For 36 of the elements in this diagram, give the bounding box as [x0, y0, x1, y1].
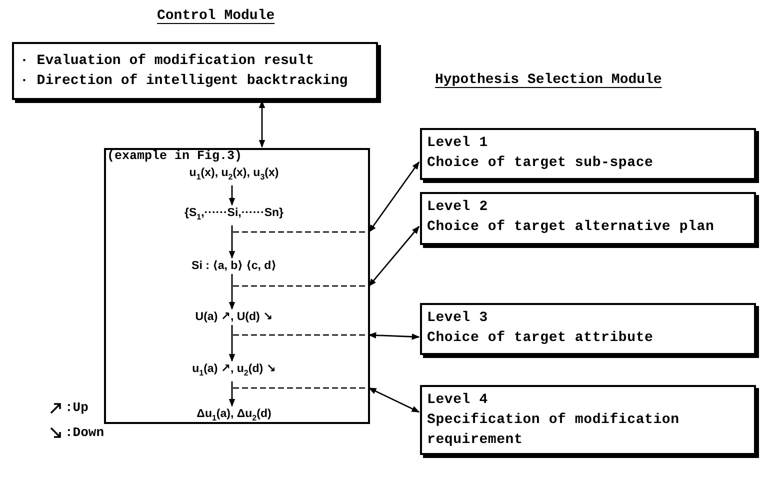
bullet-text: · Evaluation of modification result	[20, 52, 316, 71]
level-box	[420, 303, 756, 355]
example-panel	[104, 148, 370, 424]
bullet-text: · Direction of intelligent backtracking	[20, 72, 349, 91]
arrow	[228, 225, 236, 259]
expression-text: U(a) ↗, U(d) ↘	[195, 310, 273, 324]
expression-text: Si : ⟨a, b⟩ ⟨c, d⟩	[192, 259, 276, 273]
level-number: Level 1	[427, 134, 489, 153]
level-description: Choice of target attribute	[427, 329, 654, 348]
level-description: Choice of target alternative plan	[427, 218, 716, 237]
arrow	[228, 274, 236, 310]
arrow	[258, 100, 266, 148]
level-box	[420, 192, 756, 245]
panel-heading: (example in Fig.3)	[107, 149, 242, 163]
expression-text: Δu$_{1}$(a), Δu$_{2}$(d)	[196, 407, 272, 426]
arrow	[368, 387, 420, 413]
arrow	[228, 325, 236, 362]
arrow	[368, 226, 420, 287]
arrow	[228, 381, 236, 407]
module-heading: Control Module	[157, 8, 275, 24]
level-box	[420, 385, 756, 455]
expression-text: {S$_{1}$,······Si,······Sn}	[184, 206, 284, 224]
legend-text: :Down	[65, 425, 104, 440]
level-description: Specification of modification requirement	[427, 411, 680, 450]
arrow	[368, 161, 420, 233]
arrow	[228, 185, 236, 206]
level-description: Choice of target sub-space	[427, 154, 654, 173]
expression-text: u$_{1}$(x), u$_{2}$(x), u$_{3}$(x)	[189, 166, 279, 184]
level-number: Level 3	[427, 309, 489, 328]
level-number: Level 4	[427, 391, 489, 410]
legend-text: :Up	[65, 400, 88, 415]
arrow	[368, 332, 420, 340]
module-heading: Hypothesis Selection Module	[435, 72, 662, 88]
level-number: Level 2	[427, 198, 489, 217]
expression-text: u$_{1}$(a) ↗, u$_{2}$(d) ↘	[192, 362, 276, 380]
level-box	[420, 128, 756, 180]
